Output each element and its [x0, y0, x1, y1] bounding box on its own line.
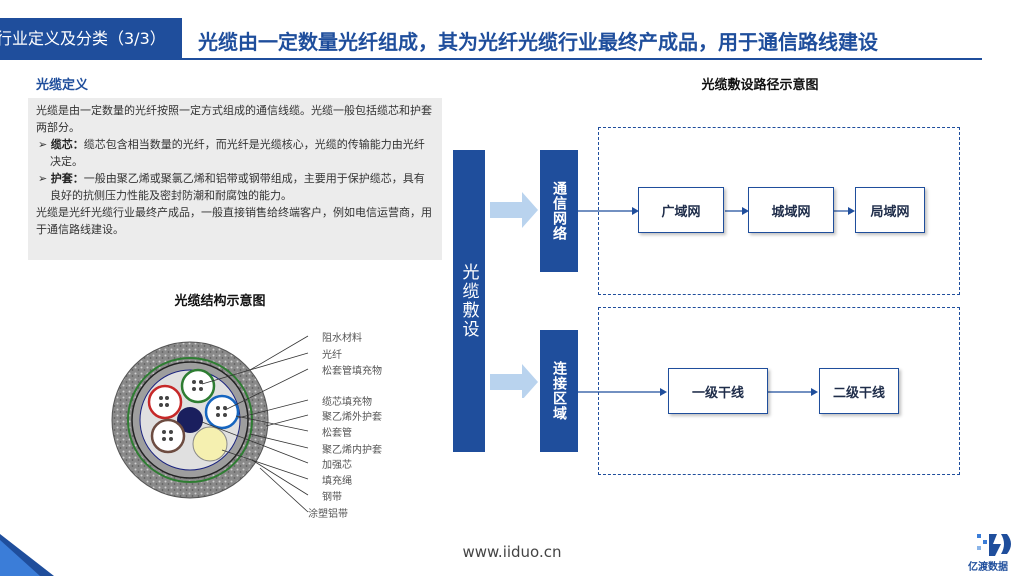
brand-logo-icon	[977, 534, 1011, 556]
structure-title: 光缆结构示意图	[174, 294, 266, 309]
node-lan: 局域网	[855, 187, 925, 233]
definition-bullet-core: ➢ 缆芯：缆芯包含相当数量的光纤，而光纤是光缆核心，光缆的传输能力由光纤决定。	[38, 138, 425, 168]
footer-url: www.iiduo.cn	[462, 543, 562, 561]
main-cable-bar: 光缆敷设	[453, 150, 485, 452]
node-secondary-trunk: 二级干线	[819, 368, 899, 414]
node-primary-trunk: 一级干线	[668, 368, 768, 414]
conn-arrows	[578, 388, 818, 396]
node-wan: 广域网	[638, 187, 724, 233]
label-tube-filler: 松套管填充物	[322, 366, 382, 377]
cable-cross-section	[111, 335, 309, 513]
definition-intro: 光缆是由一定数量的光纤按照一定方式组成的通信线缆。光缆一般包括缆芯和护套两部分。	[36, 104, 432, 134]
connection-area-group	[598, 307, 960, 475]
comm-network-bar: 通信网络	[540, 150, 578, 272]
page-title: 光缆由一定数量光纤组成，其为光纤光缆行业最终产成品，用于通信路线建设	[198, 30, 878, 54]
definition-panel: 光缆是由一定数量的光纤按照一定方式组成的通信线缆。光缆一般包括缆芯和护套两部分。…	[28, 98, 442, 260]
label-loose-tube: 松套管	[322, 428, 352, 439]
label-steel: 钢带	[322, 492, 342, 503]
comm-arrows	[578, 207, 855, 215]
bullet-text: 缆芯包含相当数量的光纤，而光纤是光缆核心，光缆的传输能力由光纤决定。	[50, 138, 425, 168]
definition-outro: 光缆是光纤光缆行业最终产成品，一般直接销售给终端客户，例如电信运营商，用于通信路…	[36, 206, 432, 236]
bullet-term: 护套：	[50, 172, 84, 185]
section-tag-label: 行业定义及分类（3/3）	[0, 29, 166, 48]
brand-logo-text: 亿渡数据	[968, 562, 1008, 573]
section-tag: 行业定义及分类（3/3）	[0, 18, 182, 60]
header-divider	[182, 58, 982, 60]
bullet-text: 一般由聚乙烯或聚氯乙烯和铝带或钢带组成，主要用于保护缆芯，具有良好的抗侧压力性能…	[50, 172, 425, 202]
label-fiber: 光纤	[322, 350, 342, 361]
strength-member	[177, 407, 203, 433]
label-pe-inner: 聚乙烯内护套	[322, 445, 382, 456]
corner-decoration	[0, 534, 54, 576]
loose-tube	[150, 418, 186, 454]
steel-tape	[127, 357, 253, 483]
label-al-tape: 涂塑铝带	[308, 509, 348, 520]
branch-arrows	[490, 192, 538, 398]
route-title: 光缆敷设路径示意图	[701, 78, 819, 93]
label-strength: 加强芯	[322, 460, 352, 471]
label-water-block: 阻水材料	[322, 333, 362, 344]
leader-lines	[201, 335, 309, 513]
loose-tube	[147, 384, 183, 420]
node-man: 城域网	[748, 187, 834, 233]
label-filler-rope: 填充绳	[322, 476, 352, 487]
label-core-filler: 缆芯填充物	[322, 397, 372, 408]
connection-area-bar: 连接区域	[540, 330, 578, 452]
definition-bullet-sheath: ➢ 护套：一般由聚乙烯或聚氯乙烯和铝带或钢带组成，主要用于保护缆芯，具有良好的抗…	[38, 172, 425, 202]
arrow-to-comm	[490, 192, 538, 228]
bullet-term: 缆芯：	[50, 138, 84, 151]
arrow-to-conn	[490, 364, 538, 398]
loose-tube	[180, 368, 216, 404]
filler-rope	[192, 426, 228, 462]
label-pe-outer: 聚乙烯外护套	[322, 412, 382, 423]
loose-tube	[204, 394, 240, 430]
definition-title: 光缆定义	[36, 78, 89, 93]
